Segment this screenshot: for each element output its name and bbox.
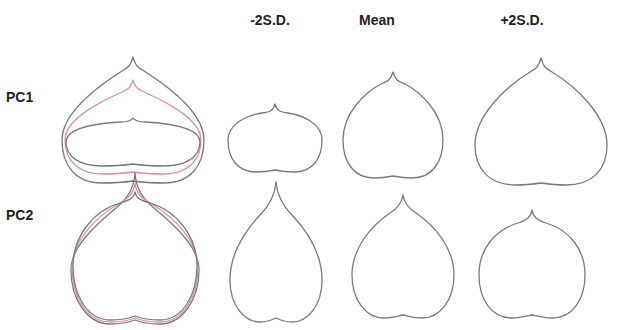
overlay-mean-outline xyxy=(65,80,201,174)
pc1-minus-outline xyxy=(228,104,322,172)
overlay-plus-outline xyxy=(62,57,204,183)
column-heading: +2S.D. xyxy=(500,13,543,28)
overlay-minus-outline xyxy=(71,173,199,324)
pc1-plus-outline xyxy=(475,58,607,185)
overlay-mean-outline xyxy=(72,183,198,322)
column-heading: Mean xyxy=(359,13,395,28)
column-heading: -2S.D. xyxy=(250,13,290,28)
row-label: PC1 xyxy=(6,90,33,105)
overlay-plus-outline xyxy=(73,192,197,320)
row-label: PC2 xyxy=(6,208,33,223)
pc2-minus-outline xyxy=(230,182,322,322)
overlay-minus-outline xyxy=(66,118,200,166)
pc2-mean-outline xyxy=(352,195,454,318)
pc2-plus-outline xyxy=(479,210,585,318)
pc1-mean-outline xyxy=(343,72,443,178)
